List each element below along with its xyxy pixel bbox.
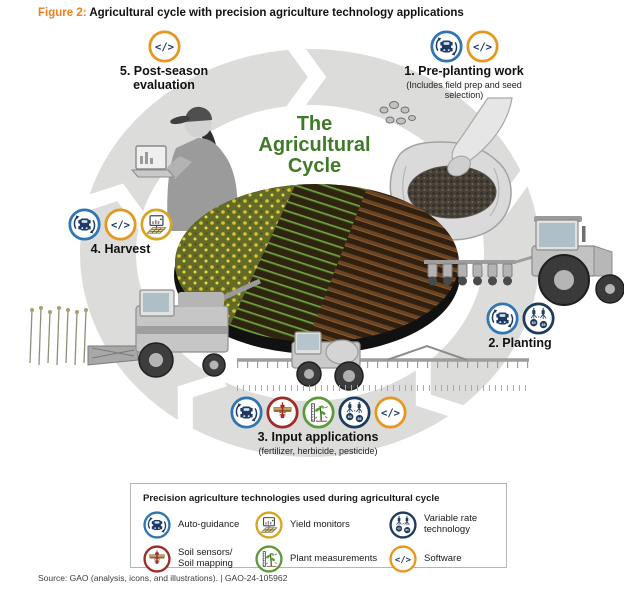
- auto-guidance-icon: [430, 30, 463, 63]
- stage-label: 5. Post-season evaluation: [119, 64, 209, 92]
- stage-harvest-icons: [48, 208, 193, 241]
- stage-label: 4. Harvest: [90, 242, 151, 256]
- yield-monitors-icon: [255, 511, 283, 539]
- legend-item-label: Soil sensors/ Soil mapping: [178, 547, 233, 569]
- stage-pre-planting-icons: [383, 30, 545, 63]
- legend-item-label: Yield monitors: [290, 518, 350, 530]
- auto-guidance-icon: [486, 302, 519, 335]
- sprayer-illustration: [237, 331, 529, 391]
- auto-guidance-icon: [143, 511, 171, 539]
- plant-measurements-icon: [255, 545, 283, 573]
- auto-guidance-icon: [68, 208, 101, 241]
- tractor-planter-illustration: [424, 216, 624, 306]
- auto-guidance-icon: [230, 396, 263, 429]
- figure-title-text: Agricultural cycle with precision agricu…: [89, 7, 464, 19]
- legend-item-plant-measurements: Plant measurements: [255, 545, 389, 573]
- legend-item-label: Variable rate technology: [424, 513, 478, 535]
- stage-input-applications: 3. Input applications (fertilizer, herbi…: [224, 396, 412, 456]
- stage-sublabel: (fertilizer, herbicide, pesticide): [258, 445, 378, 456]
- center-title-line3: Cycle: [287, 155, 342, 177]
- combine-harvester-illustration: [29, 278, 262, 378]
- soil-sensors-icon: [266, 396, 299, 429]
- cycle-ring: [79, 39, 540, 457]
- center-title-line2: Agricultural: [258, 134, 371, 156]
- legend-title: Precision agriculture technologies used …: [143, 493, 440, 504]
- cycle-center-title: The Agricultural Cycle: [237, 114, 392, 177]
- stage-planting-icons: [460, 302, 580, 335]
- stage-input-applications-icons: [224, 396, 412, 429]
- software-icon: [374, 396, 407, 429]
- stage-label: 3. Input applications: [257, 430, 379, 444]
- software-icon: [466, 30, 499, 63]
- legend-item-software: Software: [389, 545, 506, 573]
- legend-grid: Auto-guidance Yield monitors Variable ra…: [143, 511, 494, 573]
- variable-rate-technology-icon: [522, 302, 555, 335]
- stage-planting: 2. Planting: [460, 302, 580, 351]
- variable-rate-technology-icon: [338, 396, 371, 429]
- stage-label: 2. Planting: [488, 336, 552, 350]
- legend-item-label: Plant measurements: [290, 552, 378, 564]
- variable-rate-technology-icon: [389, 511, 417, 539]
- stage-sublabel: (Includes field prep and seed selection): [406, 79, 522, 101]
- stage-label: 1. Pre-planting work: [404, 64, 524, 78]
- software-icon: [148, 30, 181, 63]
- figure-title: Figure 2: Agricultural cycle with precis…: [38, 7, 464, 19]
- stage-post-season-icons: [96, 30, 232, 63]
- software-icon: [389, 545, 417, 573]
- legend-item-variable-rate-technology: Variable rate technology: [389, 511, 506, 539]
- source-note: Source: GAO (analysis, icons, and illust…: [38, 573, 288, 583]
- soil-sensors-icon: [143, 545, 171, 573]
- technology-legend: Precision agriculture technologies used …: [130, 483, 507, 568]
- software-icon: [104, 208, 137, 241]
- figure-number-label: Figure 2:: [38, 7, 87, 19]
- legend-item-auto-guidance: Auto-guidance: [143, 511, 255, 539]
- plant-measurements-icon: [302, 396, 335, 429]
- legend-item-label: Auto-guidance: [178, 518, 240, 530]
- stage-pre-planting: 1. Pre-planting work (Includes field pre…: [383, 30, 545, 101]
- stage-harvest: 4. Harvest: [48, 208, 193, 257]
- center-title-line1: The: [296, 113, 333, 135]
- yield-monitors-icon: [140, 208, 173, 241]
- stage-post-season-evaluation: 5. Post-season evaluation: [96, 30, 232, 93]
- legend-item-label: Software: [424, 552, 462, 564]
- legend-item-yield-monitors: Yield monitors: [255, 511, 389, 539]
- legend-item-soil-sensors: Soil sensors/ Soil mapping: [143, 545, 255, 573]
